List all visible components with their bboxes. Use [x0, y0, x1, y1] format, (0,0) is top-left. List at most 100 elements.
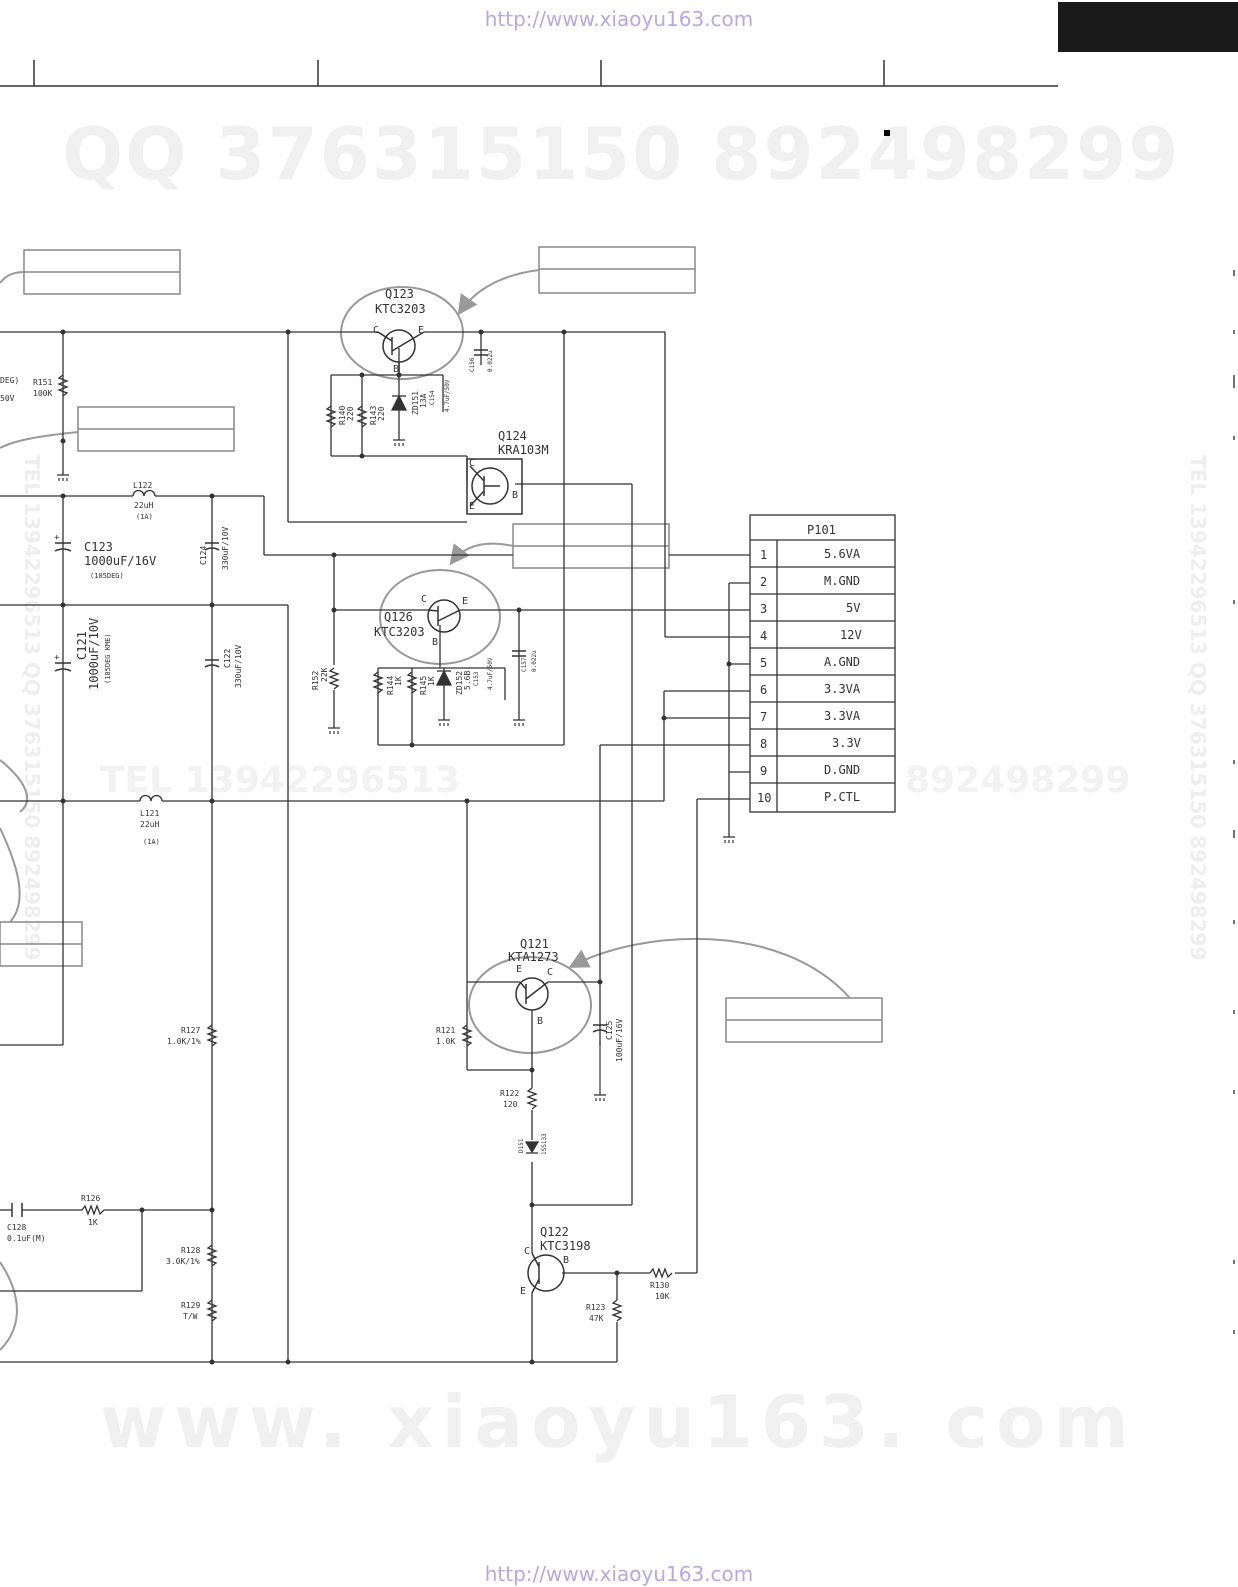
- connector-pin-label: 12V: [840, 628, 862, 642]
- resistor-r122: [526, 1087, 538, 1110]
- connector-pin-num: 6: [760, 683, 767, 697]
- connector-pin-label: D.GND: [824, 763, 860, 777]
- ground-icon: [393, 439, 405, 446]
- d151-value: 1SS133: [541, 1133, 548, 1155]
- capacitor-c122: [204, 659, 220, 668]
- c124-ref: C124: [199, 546, 208, 565]
- watermark-tel-left: TEL 13942296513: [100, 760, 461, 801]
- c153-ref: C153: [473, 671, 480, 686]
- connector-pin-label: 5.6VA: [824, 547, 861, 561]
- q122-part: KTC3198: [540, 1239, 591, 1253]
- r126-value: 1K: [88, 1218, 98, 1227]
- c128-value: 0.1uF(M): [7, 1234, 46, 1243]
- r127-value: 1.0K/1%: [167, 1037, 201, 1046]
- r143-value: 220: [377, 406, 386, 421]
- q123-part: KTC3203: [375, 302, 426, 316]
- c121-ref: C121: [75, 631, 89, 660]
- transistor-q122: [527, 1252, 565, 1294]
- transistors: [377, 329, 565, 1294]
- r128-value: 3.0K/1%: [166, 1257, 200, 1266]
- resistor-r151: [57, 374, 69, 397]
- c122-ref: C122: [223, 649, 232, 668]
- resistor-r152: [328, 667, 340, 690]
- r140-ref: R140: [338, 406, 347, 425]
- pin-b-q126: B: [432, 637, 438, 648]
- connector-pin-label: M.GND: [824, 574, 860, 588]
- connector-pin-label: 3.3V: [832, 736, 861, 750]
- diode-d151: [524, 1141, 540, 1154]
- pin-c-q126: C: [421, 594, 427, 605]
- inductor-l122: [132, 489, 156, 497]
- r129-value: T/W: [183, 1312, 198, 1321]
- r123-value: 47K: [589, 1314, 604, 1323]
- connector-pin-num: 10: [757, 791, 771, 805]
- capacitor-c157: [512, 650, 526, 657]
- l121-note: (1A): [143, 838, 160, 846]
- ground-symbols: [57, 439, 735, 1101]
- pin-e-q126: E: [462, 596, 468, 607]
- pin-c-q121: C: [547, 967, 553, 978]
- capacitor-c123: +: [54, 533, 72, 552]
- c125-value: 100uF/16V: [615, 1018, 624, 1062]
- r130-ref: R130: [650, 1281, 669, 1290]
- corner-block: [1058, 2, 1238, 52]
- transistor-q123: [377, 329, 425, 375]
- r144-ref: R144: [386, 676, 395, 695]
- watermark-qq: QQ 376315150 892498299: [62, 112, 1181, 196]
- r145-ref: R145: [419, 676, 428, 695]
- connector-pin-num: 3: [760, 602, 767, 616]
- c128-ref: C128: [7, 1223, 26, 1232]
- watermark-tel-right: 892498299: [905, 760, 1131, 801]
- c124-value: 330uF/10V: [221, 526, 230, 570]
- resistor-r143: [356, 405, 368, 428]
- r144-value: 1K: [394, 676, 403, 686]
- c154-ref: C154: [429, 390, 436, 405]
- resistors: [57, 374, 673, 1322]
- q121-part: KTA1273: [508, 950, 559, 964]
- resistor-r123: [611, 1299, 623, 1322]
- zener-zd152: [435, 669, 453, 686]
- ground-icon: [438, 719, 450, 726]
- resistor-r130: [649, 1267, 673, 1279]
- svg-text:+: +: [54, 533, 60, 543]
- r145-value: 1K: [427, 676, 436, 686]
- left-partial-label-1: DEG): [0, 376, 19, 385]
- watermark-vertical-right: TEL 13942296513 QQ 376315150 892498299: [1186, 455, 1210, 961]
- zener-zd151: [390, 394, 408, 411]
- resistor-r140: [325, 405, 337, 428]
- capacitor-c125: [592, 1024, 608, 1033]
- bullet-mark: [884, 130, 890, 136]
- resistor-r126: [81, 1204, 105, 1216]
- wiring: [0, 331, 750, 1363]
- callout-box-2: [538, 246, 696, 294]
- resistor-r145: [406, 671, 418, 694]
- connector-pin-num: 8: [760, 737, 767, 751]
- r151-ref: R151: [33, 378, 52, 387]
- r122-value: 120: [503, 1100, 518, 1109]
- diodes: [390, 394, 540, 1154]
- r126-ref: R126: [81, 1194, 100, 1203]
- pin-e-q121: E: [516, 964, 522, 975]
- source-url-bottom[interactable]: http://www.xiaoyu163.com: [484, 1562, 754, 1586]
- ground-icon: [513, 719, 525, 726]
- r122-ref: R122: [500, 1089, 519, 1098]
- connector-pin-label: P.CTL: [824, 790, 860, 804]
- watermark-site: www. xiaoyu163. com: [100, 1380, 1137, 1464]
- c121-value: 1000uF/10V: [87, 618, 101, 690]
- l122-note: (1A): [136, 513, 153, 521]
- connector-pin-num: 5: [760, 656, 767, 670]
- connector-pin-num: 1: [760, 548, 767, 562]
- transistor-q126: [427, 599, 461, 633]
- q126-part: KTC3203: [374, 625, 425, 639]
- source-url-top[interactable]: http://www.xiaoyu163.com: [484, 7, 754, 31]
- d151-ref: D151: [518, 1138, 525, 1153]
- q121-highlight: [468, 956, 592, 1054]
- q123-ref: Q123: [385, 287, 414, 301]
- c121-note: (105DEG KME): [104, 633, 112, 684]
- r121-value: 1.0K: [436, 1037, 455, 1046]
- title-block: [0, 60, 1058, 87]
- pin-e-q124: E: [469, 501, 475, 512]
- r123-ref: R123: [586, 1303, 605, 1312]
- connector-pin-label: 3.3VA: [824, 682, 861, 696]
